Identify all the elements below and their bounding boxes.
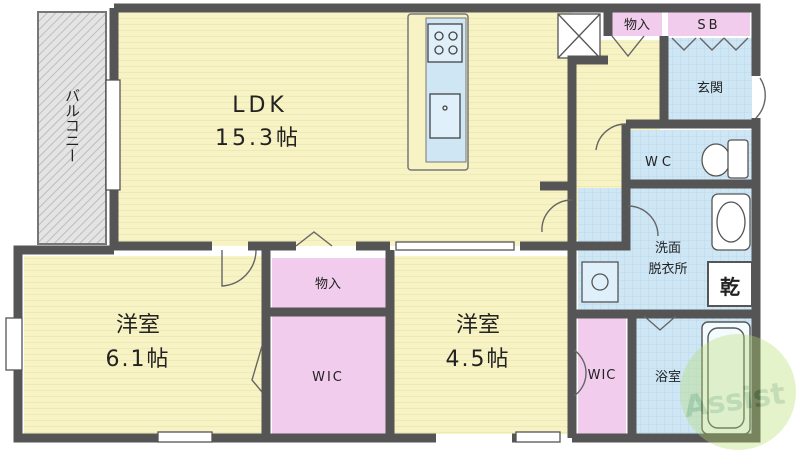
ldk-label: LDK [232,93,288,118]
sink-icon [429,93,461,139]
washroom-label-2: 脱衣所 [648,261,687,277]
western-left-size: 6.1帖 [106,347,171,372]
dryer-box [707,261,753,307]
entrance-floor [668,38,752,122]
toilet-label: WC [645,155,675,170]
western-left-label: 洋室 [116,313,160,338]
storage-mid-label: 物入 [315,277,341,292]
wic-right-label: WIC [588,368,617,383]
basin-icon [711,193,751,251]
balcony-label: バルコニー [63,88,81,163]
watermark-logo: Assist [680,334,796,450]
shoe-box-floor [668,12,750,36]
storage-top-floor [612,12,662,36]
doors [221,35,766,397]
western-right-floor [392,256,568,434]
ldk-floor [118,10,572,246]
washer-pan-icon [581,261,619,303]
wic-left-floor [272,316,386,434]
western-right-label: 洋室 [456,313,500,338]
shoe-box-label: SB [697,18,720,33]
western-right-size: 4.5帖 [446,347,511,372]
storage-top-label: 物入 [624,18,650,33]
toilet-icon [701,139,749,179]
ceiling-box-icon [557,13,601,59]
stove-icon [427,23,463,63]
storage-mid-floor [272,258,386,308]
dryer-label: 乾 [720,275,740,299]
wic-left-label: WIC [312,370,344,385]
washroom-label-1: 洗面 [655,241,681,256]
ldk-size: 15.3帖 [215,126,301,151]
western-left-floor [24,256,264,434]
bathroom-label: 浴室 [655,369,681,385]
entrance-label: 玄関 [697,81,723,96]
balcony-area [37,11,107,245]
windows [5,79,561,443]
bathtub-icon [701,321,751,435]
